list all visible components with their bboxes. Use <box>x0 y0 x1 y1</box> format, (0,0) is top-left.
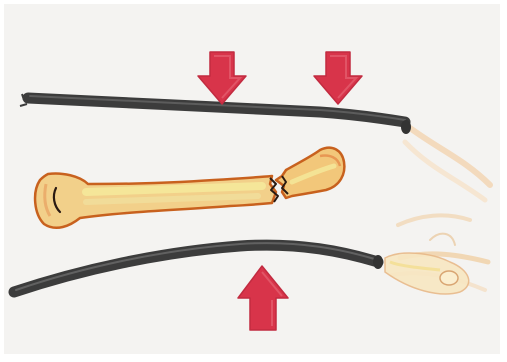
bone-right-fragment <box>276 148 344 198</box>
bone-left-fragment <box>35 173 276 227</box>
bottom-plate <box>14 243 383 292</box>
finger-sketch <box>385 253 469 294</box>
top-plate <box>20 94 411 134</box>
compression-arrow-top-right <box>314 52 362 104</box>
compression-arrow-bottom <box>238 266 288 330</box>
compression-arrow-top-left <box>198 52 246 104</box>
